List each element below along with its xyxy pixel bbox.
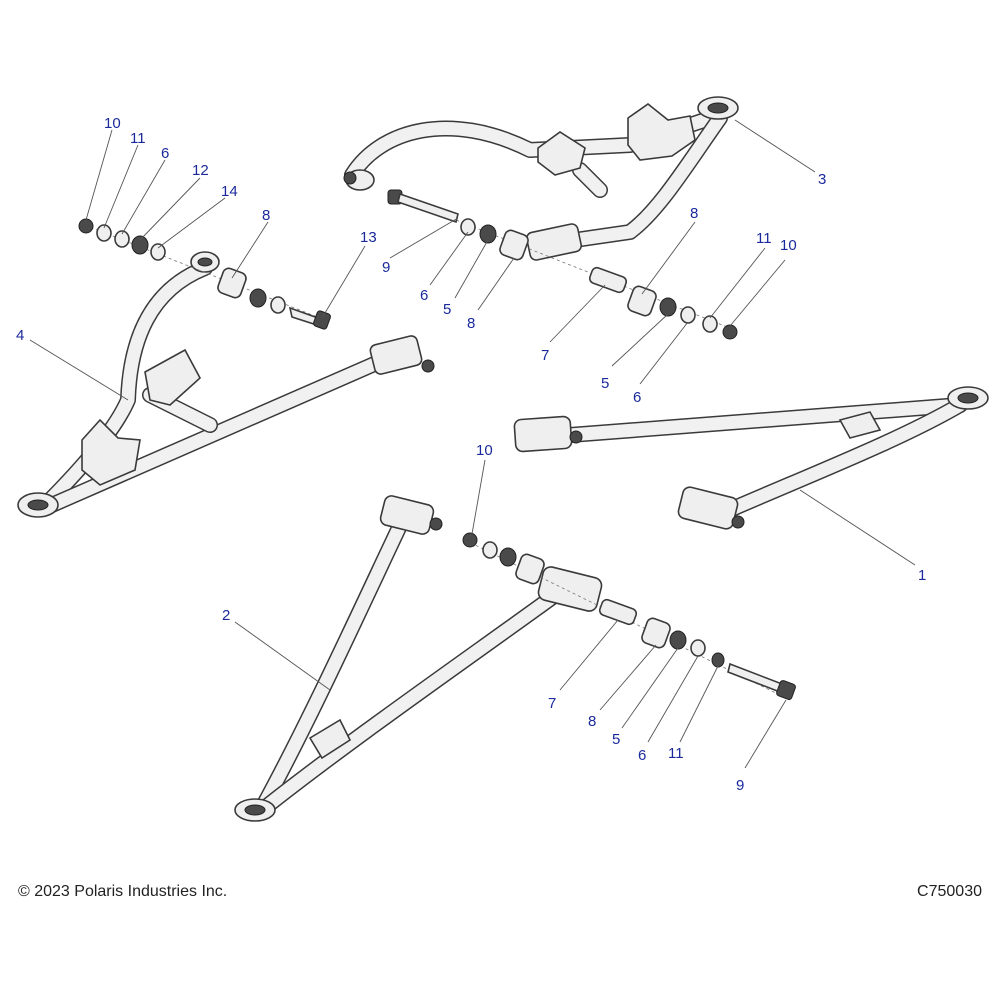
callout-13: 13 xyxy=(360,229,377,246)
callout-7: 7 xyxy=(548,695,556,712)
copyright-notice: © 2023 Polaris Industries Inc. xyxy=(18,883,228,900)
callout-7: 7 xyxy=(541,347,549,364)
control-arm-3 xyxy=(343,96,739,261)
callout-6: 6 xyxy=(161,145,169,162)
callout-11: 11 xyxy=(756,230,772,247)
callout-part-2: 2 xyxy=(222,607,230,624)
control-arm-4 xyxy=(17,251,435,518)
callout-12: 12 xyxy=(192,162,209,179)
callout-part-1: 1 xyxy=(918,567,926,584)
callout-9: 9 xyxy=(736,777,744,794)
callout-5: 5 xyxy=(601,375,609,392)
callout-part-4: 4 xyxy=(16,327,24,344)
callout-10: 10 xyxy=(780,237,797,254)
leader-lines xyxy=(29,119,916,769)
callout-11: 11 xyxy=(668,745,684,762)
callout-10: 10 xyxy=(476,442,493,459)
callout-labels: 1 2 3 4 10 11 6 12 14 8 13 9 6 5 8 7 8 5… xyxy=(16,115,926,794)
callout-8: 8 xyxy=(467,315,475,332)
callout-8: 8 xyxy=(588,713,596,730)
callout-5: 5 xyxy=(612,731,620,748)
callout-14: 14 xyxy=(221,183,238,200)
callout-5: 5 xyxy=(443,301,451,318)
hardware-group-4 xyxy=(78,218,331,330)
hardware-group-2 xyxy=(462,532,796,701)
hardware-group-3 xyxy=(387,189,738,340)
control-arm-2 xyxy=(234,495,603,822)
callout-11: 11 xyxy=(130,130,146,147)
callout-9: 9 xyxy=(382,259,390,276)
callout-10: 10 xyxy=(104,115,121,132)
control-arm-1 xyxy=(513,386,989,530)
callout-6: 6 xyxy=(638,747,646,764)
callout-part-3: 3 xyxy=(818,171,826,188)
figure-code: C750030 xyxy=(917,883,982,900)
callout-6: 6 xyxy=(633,389,641,406)
callout-8: 8 xyxy=(690,205,698,222)
callout-6: 6 xyxy=(420,287,428,304)
callout-8: 8 xyxy=(262,207,270,224)
